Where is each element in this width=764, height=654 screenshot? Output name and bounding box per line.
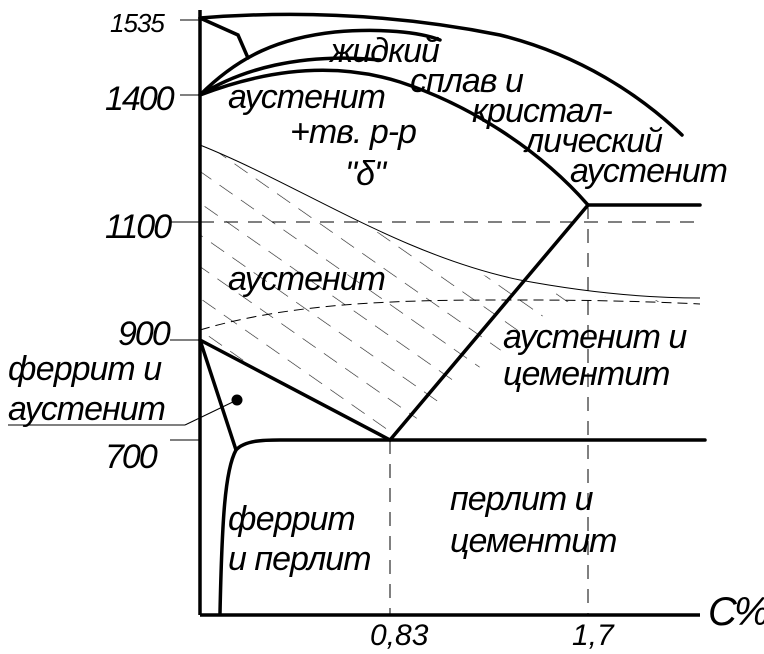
region-austenite-cementite: аустенит и цементит: [503, 318, 688, 393]
y-tick-900: 900: [118, 315, 171, 353]
delta-lower: [198, 56, 382, 97]
region-austenite-delta: аустенит +тв. р-р "δ": [228, 78, 417, 193]
y-tick-700: 700: [105, 438, 158, 476]
eutectoid: [234, 438, 707, 452]
region-austenite-cementite-line-2: цементит: [503, 355, 669, 393]
region-liquid-line-1: жидкий: [328, 32, 440, 70]
y-tick-1400: 1400: [105, 80, 175, 118]
region-pearlite-cementite-line-1: перлит и: [450, 480, 594, 518]
region-liquid-line-4: лический: [523, 122, 663, 160]
x-axis-label: C%: [708, 590, 764, 634]
hatched-zone: [200, 145, 700, 440]
dashed-guides: [170, 19, 700, 615]
region-austenite-delta-line-1: аустенит: [228, 78, 385, 116]
x-tick-17: 1,7: [572, 619, 615, 652]
region-ferrite-austenite: феррит и аустенит: [8, 350, 166, 428]
delta-upper: [198, 28, 442, 97]
ferrite-solvus: [198, 338, 238, 615]
region-liquid-line-5: аустенит: [570, 152, 727, 190]
region-liquid-line-3: кристал-: [472, 92, 613, 130]
region-liquid-line-2: сплав и: [410, 62, 524, 100]
region-ferrite-austenite-line-1: феррит и: [8, 350, 162, 388]
ferrite-austenite-pointer: [8, 394, 243, 426]
y-tick-1100: 1100: [105, 208, 172, 246]
region-pearlite-cementite-line-2: цементит: [450, 522, 616, 560]
region-austenite-delta-line-2: +тв. р-р: [290, 113, 416, 151]
region-austenite-cementite-line-1: аустенит и: [503, 318, 687, 356]
region-ferrite-pearlite-line-1: феррит: [228, 500, 355, 538]
delta-top: [198, 16, 250, 60]
acm-line: [388, 203, 590, 442]
y-tick-1535: 1535: [110, 8, 165, 38]
axes: [198, 10, 700, 617]
solidus: [198, 68, 590, 207]
phase-lines: [198, 12, 707, 615]
upper-thin-boundary: [199, 144, 701, 299]
region-pearlite-cementite: перлит и цементит: [450, 480, 617, 560]
x-tick-083: 0,83: [370, 619, 429, 652]
a3-line: [198, 338, 392, 442]
region-ferrite-pearlite: феррит и перлит: [228, 500, 372, 578]
liquidus: [198, 12, 684, 137]
region-ferrite-pearlite-line-2: и перлит: [228, 540, 371, 578]
lower-thin-boundary: [199, 299, 701, 331]
region-austenite: аустенит: [228, 260, 385, 298]
region-ferrite-austenite-line-2: аустенит: [8, 390, 165, 428]
region-austenite-delta-line-3: "δ": [345, 155, 388, 193]
region-liquid: жидкий сплав и кристал- лический аустени…: [328, 32, 728, 190]
